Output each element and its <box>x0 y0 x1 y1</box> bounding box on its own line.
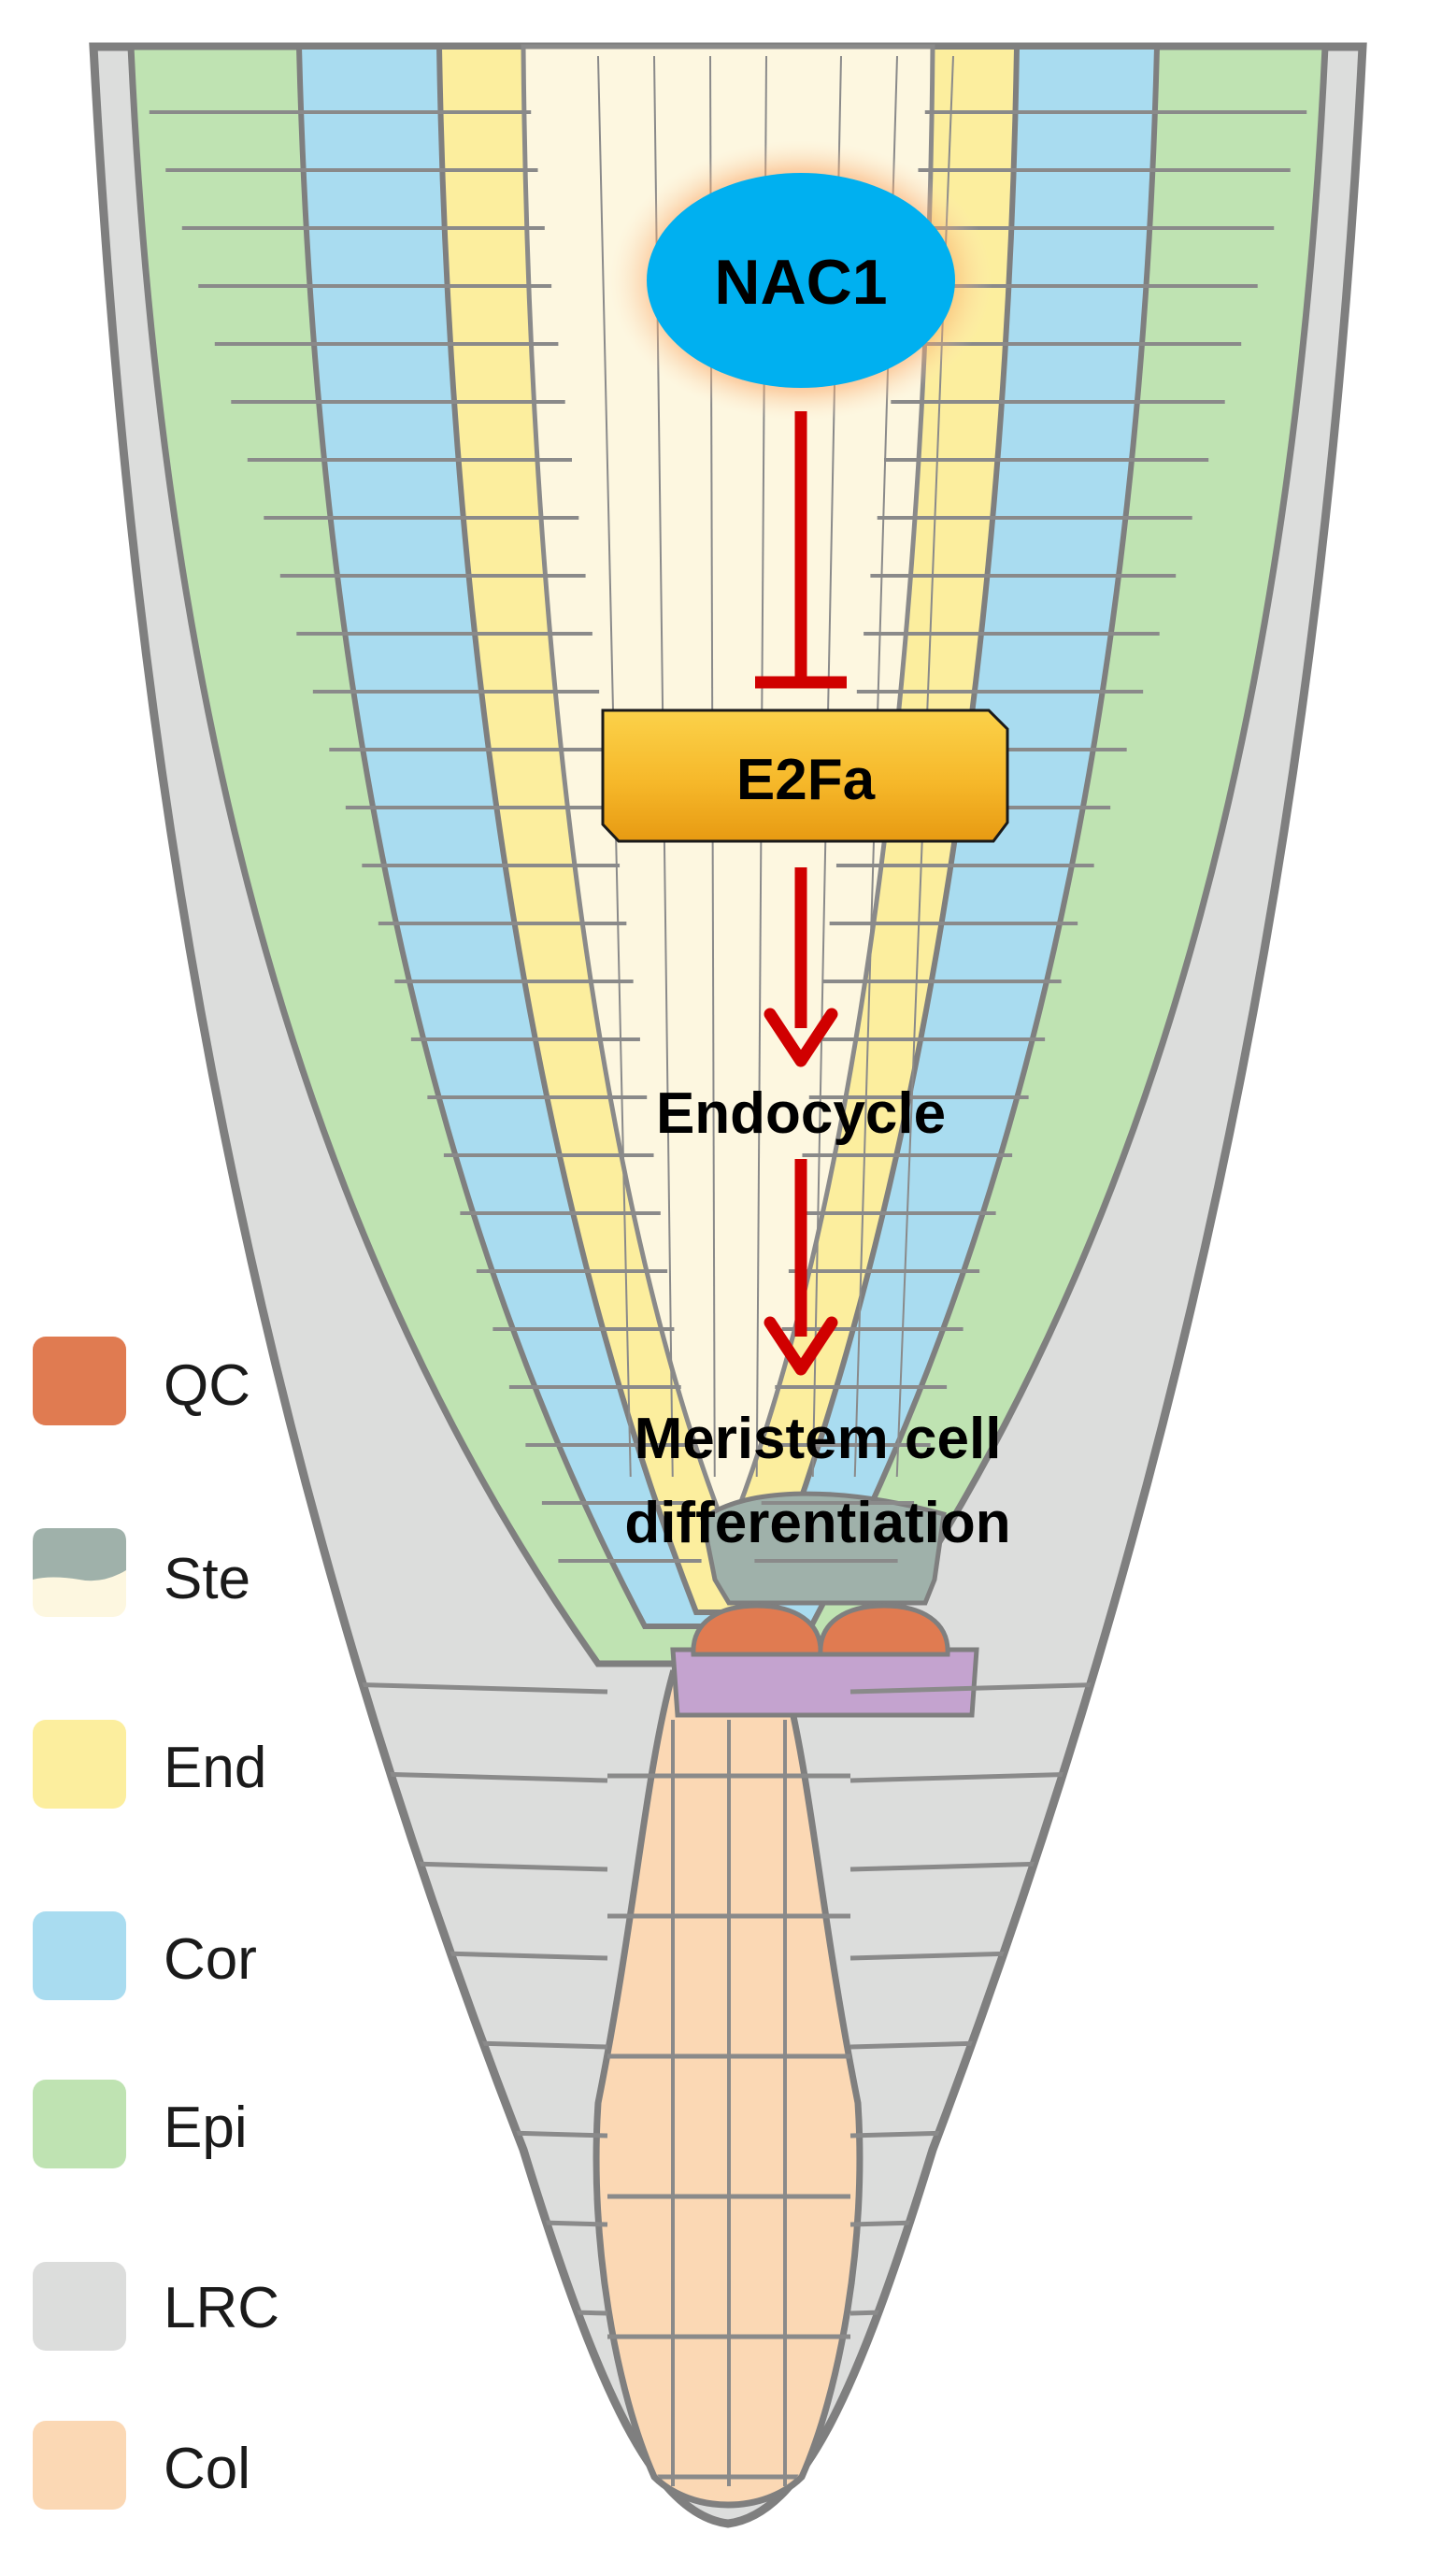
endocycle-label: Endocycle <box>656 1081 946 1146</box>
legend-swatch-col <box>33 2421 126 2510</box>
qc-cell-right <box>818 1603 950 1657</box>
activation-arrow-2-head <box>764 1316 838 1376</box>
nac1-label: NAC1 <box>714 247 887 318</box>
legend-label-ste: Ste <box>164 1547 250 1611</box>
nac1-node <box>647 173 955 388</box>
differentiation-label-line1: Meristem cell <box>635 1407 1002 1471</box>
legend-item-qc: QC <box>33 1337 250 1425</box>
legend-label-qc: QC <box>164 1353 250 1418</box>
legend-item-end: End <box>33 1720 266 1809</box>
e2fa-node <box>601 708 1009 843</box>
legend-item-col: Col <box>33 2421 250 2510</box>
legend-swatch-qc <box>33 1337 126 1425</box>
cell-wall <box>279 2390 608 2405</box>
root-tissue <box>89 42 1367 2528</box>
qc-cell-left <box>691 1603 823 1657</box>
activation-arrow-1-head <box>764 1008 838 1067</box>
legend-swatch-lrc <box>33 2262 126 2351</box>
columella-stem-cells <box>670 1647 979 1718</box>
pathway: NAC1 E2Fa Endocycle Meristem cell differ… <box>601 140 1011 1555</box>
legend-swatch-epi <box>33 2080 126 2168</box>
legend-label-lrc: LRC <box>164 2276 279 2340</box>
legend-label-end: End <box>164 1736 266 1800</box>
stele-initials <box>700 1491 947 1606</box>
legend-item-epi: Epi <box>33 2080 248 2168</box>
legend-swatch-end <box>33 1720 126 1809</box>
legend-swatch-cor <box>33 1911 126 2000</box>
cell-wall <box>849 2390 1178 2405</box>
legend-item-cor: Cor <box>33 1911 257 2000</box>
e2fa-label: E2Fa <box>736 748 876 812</box>
differentiation-label-line2: differentiation <box>624 1491 1010 1555</box>
legend-item-lrc: LRC <box>33 2262 279 2351</box>
legend-item-ste: Ste <box>33 1528 250 1617</box>
legend-swatch-ste-top <box>33 1528 126 1581</box>
cell-wall <box>279 2301 608 2316</box>
legend: QC Ste End Cor Epi LRC Col <box>33 1337 279 2510</box>
quiescent-center <box>691 1603 950 1657</box>
legend-label-epi: Epi <box>164 2096 248 2160</box>
legend-label-cor: Cor <box>164 1927 257 1992</box>
cell-wall <box>849 2301 1178 2316</box>
legend-label-col: Col <box>164 2437 250 2501</box>
